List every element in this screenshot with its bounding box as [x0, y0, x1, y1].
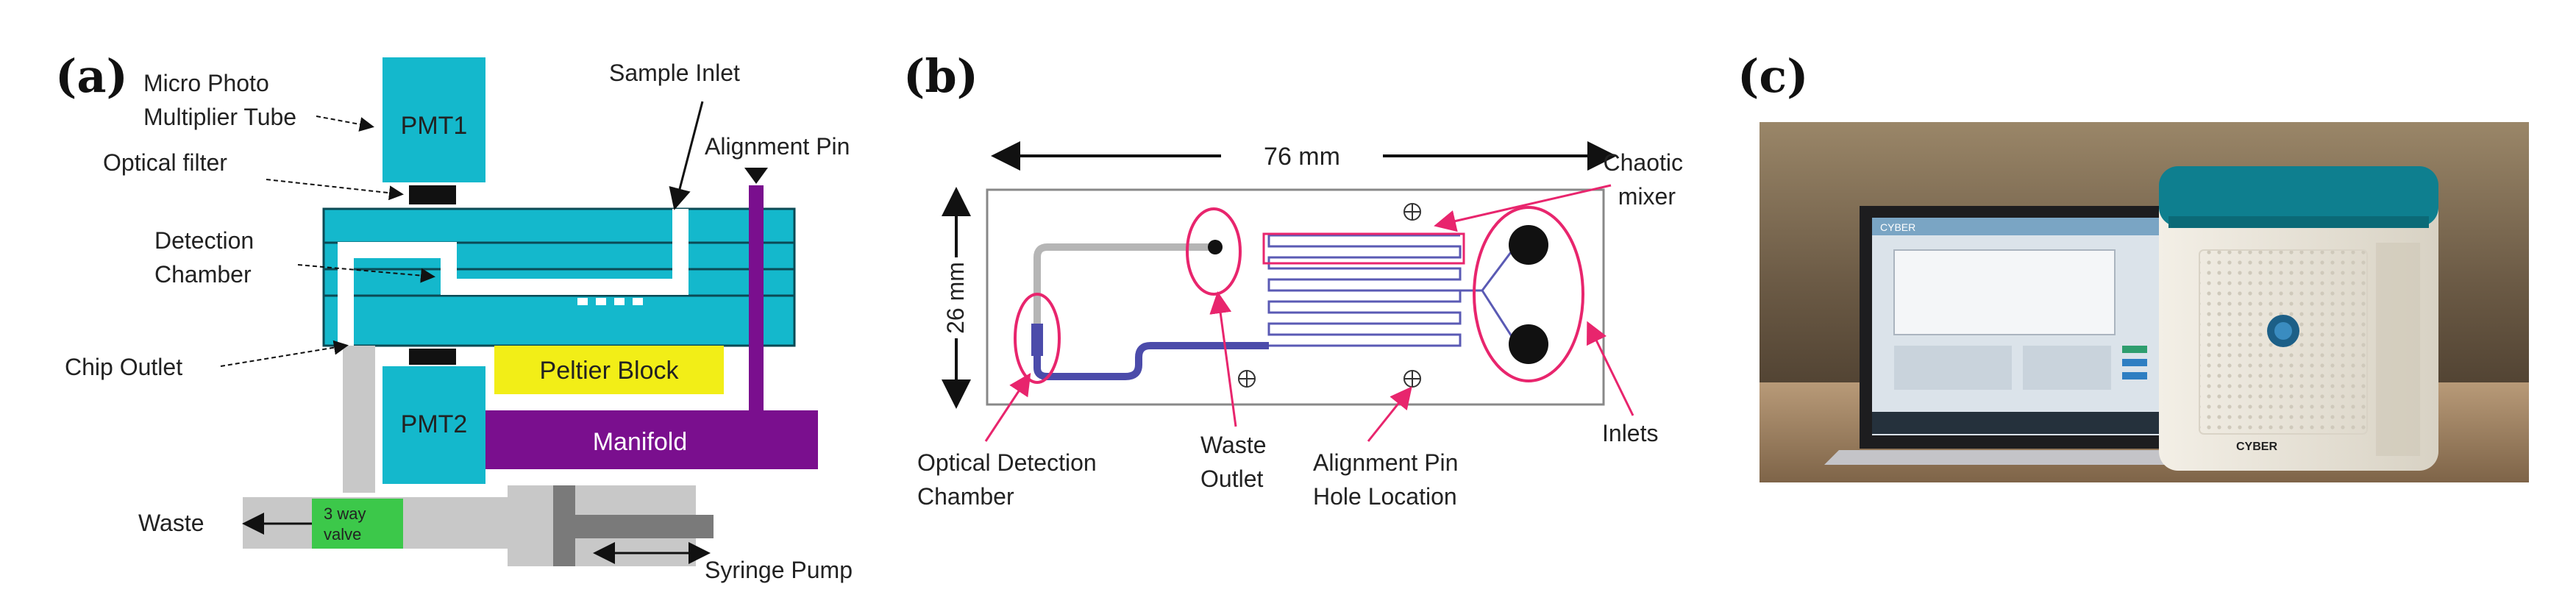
height-label: 26 mm	[942, 262, 969, 334]
inlets-pointer	[1587, 321, 1634, 416]
three-way-valve	[312, 499, 403, 549]
device-side-shade	[2376, 243, 2420, 456]
waste-outlet-label-1: Waste	[1200, 432, 1267, 458]
detection-label-2: Chamber	[154, 261, 252, 288]
chaotic-label-1: Chaotic	[1604, 149, 1684, 176]
detection-label-1: Detection	[154, 227, 254, 254]
optical-filter-block	[409, 185, 456, 204]
laptop-header-text: CYBER	[1880, 221, 1915, 233]
panel-b: (b) 76 mm 26 mm	[903, 49, 1683, 510]
panel-c-tag: (c)	[1737, 49, 1808, 103]
laptop-indicator	[2122, 372, 2147, 379]
micro-pmt-label-2: Multiplier Tube	[143, 104, 296, 130]
laptop-indicator	[2122, 346, 2147, 353]
alignment-hole-pointer	[1367, 386, 1412, 442]
blue-channel	[1033, 342, 1269, 380]
laptop-taskbar	[1872, 412, 2163, 434]
alignment-hole-icon	[1238, 370, 1256, 388]
pmt1-box	[383, 57, 485, 182]
optical-filter-label: Optical filter	[103, 149, 227, 176]
panel-c: (c) CYBER CYBER	[1737, 49, 2529, 482]
alignment-hole-icon	[1403, 370, 1421, 388]
alignment-pin-bar	[749, 185, 764, 421]
mixer-path	[1267, 234, 1462, 347]
chip-body	[322, 207, 796, 347]
laptop-panel	[1894, 346, 2012, 390]
cyberfluidics-device: CYBER	[2159, 166, 2438, 471]
syringe-plunger-rod	[575, 515, 714, 538]
chip-outline	[986, 188, 1605, 406]
manifold-block	[485, 410, 818, 469]
sample-inlet-pointer	[669, 101, 704, 210]
panel-b-tag: (b)	[903, 49, 978, 103]
detection-pointer	[297, 264, 435, 283]
chip-channel	[338, 209, 689, 346]
waste-outlet-label-2: Outlet	[1200, 466, 1263, 492]
laptop-app-header	[1872, 218, 2163, 235]
valve-label-2: valve	[324, 525, 361, 543]
valve-label-1: 3 way	[324, 505, 366, 523]
device-lid-edge	[2168, 216, 2429, 228]
alignment-pin-label: Alignment Pin	[705, 133, 850, 160]
waste-label: Waste	[138, 510, 204, 536]
alignment-hole-label-2: Hole Location	[1313, 483, 1457, 510]
inlet-branches	[1460, 246, 1517, 343]
device-brand-text: CYBER	[2236, 441, 2277, 453]
inlets-label: Inlets	[1602, 420, 1658, 446]
outlet-tube	[343, 346, 375, 493]
pmt2-label: PMT2	[401, 410, 468, 438]
channel-dot	[614, 298, 625, 305]
width-label: 76 mm	[1264, 143, 1340, 171]
channel-dot	[577, 298, 588, 305]
inlet-hole-bottom	[1509, 324, 1548, 364]
chaotic-pointer	[1434, 184, 1612, 232]
optical-label-2: Chamber	[917, 483, 1014, 510]
pmt1-label: PMT1	[401, 112, 468, 140]
optical-filter-pointer	[266, 179, 404, 201]
inlets-highlight	[1473, 206, 1584, 382]
alignment-hole-label-1: Alignment Pin	[1313, 449, 1458, 476]
waste-outlet-pointer	[1209, 291, 1237, 427]
pmt2-filter-block	[409, 349, 456, 365]
sample-inlet-label: Sample Inlet	[609, 60, 740, 86]
laptop-base	[1824, 450, 2192, 465]
manifold-label: Manifold	[593, 428, 688, 456]
laptop-panel	[2023, 346, 2111, 390]
device-logo-inner	[2274, 322, 2292, 340]
laptop-image: CYBER	[1824, 206, 2192, 465]
panel-a: (a) PMT1 PMT2 Peltier Block Manifold	[55, 49, 853, 583]
serpentine-mixer	[1267, 234, 1462, 347]
alignment-hole-icon	[1403, 203, 1421, 221]
optical-label-1: Optical Detection	[917, 449, 1097, 476]
panel-a-tag: (a)	[55, 49, 128, 103]
micro-pmt-pointer	[316, 115, 374, 132]
detection-chamber-segment	[1031, 324, 1043, 356]
syringe-label: Syringe Pump	[705, 557, 853, 583]
waste-outlet-hole	[1208, 240, 1223, 254]
optical-pointer	[984, 372, 1031, 442]
channel-dot	[633, 298, 643, 305]
pmt2-box	[383, 366, 485, 484]
syringe-plunger-head	[553, 485, 575, 566]
alignment-pin-pointer	[744, 168, 768, 184]
chaotic-label-2: mixer	[1618, 183, 1676, 210]
gray-channel	[1033, 243, 1214, 346]
peltier-label: Peltier Block	[540, 357, 680, 385]
laptop-chart-area	[1893, 249, 2116, 335]
chip-outlet-pointer	[220, 340, 349, 367]
peltier-block	[494, 346, 724, 394]
chip-outlet-label: Chip Outlet	[65, 354, 182, 380]
detection-chamber-highlight	[1014, 293, 1061, 384]
micro-pmt-label-1: Micro Photo	[143, 70, 269, 96]
device-lid	[2159, 166, 2438, 227]
laptop-indicator	[2122, 359, 2147, 366]
inlet-hole-top	[1509, 225, 1548, 265]
chaotic-mixer-highlight	[1262, 232, 1465, 265]
channel-dot	[596, 298, 606, 305]
